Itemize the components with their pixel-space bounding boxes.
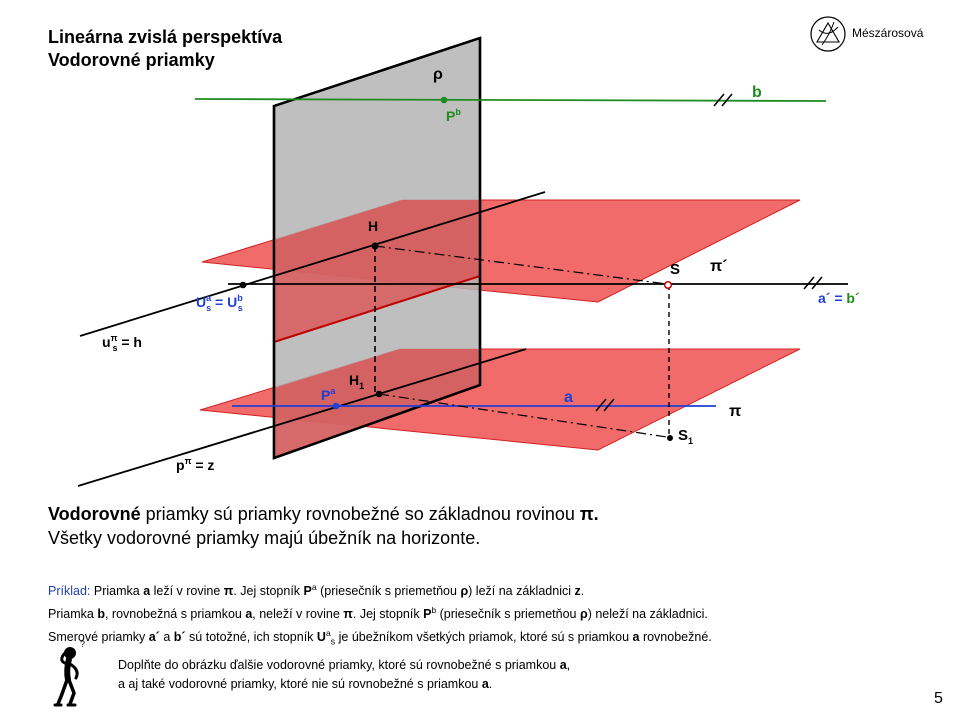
- example-text: Príklad: Priamka a leží v rovine π. Jej …: [48, 578, 712, 652]
- brand: Mészárosová: [808, 14, 948, 54]
- label-pi-prime: π´: [710, 258, 728, 275]
- statement-line-2: Všetky vodorovné priamky majú úbežník na…: [48, 528, 481, 548]
- statement-line-1: Vodorovné priamky sú priamky rovnobežné …: [48, 504, 599, 524]
- point-s1: [667, 435, 673, 441]
- task-line-1: Doplňte do obrázku ďalšie vodorovné pria…: [118, 658, 571, 672]
- line-b: [194, 98, 827, 102]
- label-pb: Pb: [446, 107, 461, 124]
- point-h: [371, 242, 379, 250]
- task-text: Doplňte do obrázku ďalšie vodorovné pria…: [118, 656, 570, 694]
- thinking-figure-icon: ?: [53, 639, 85, 707]
- label-pi: π: [729, 403, 741, 420]
- line-base-z: [77, 348, 527, 487]
- label-pa: Pa: [321, 386, 336, 403]
- example-line-1: Príklad: Priamka a leží v rovine π. Jej …: [48, 582, 585, 599]
- example-line-3: Smerové priamky a´ a b´ sú totožné, ich …: [48, 628, 712, 647]
- slide-title: Lineárna zvislá perspektíva Vodorovné pr…: [48, 26, 282, 72]
- svg-text:?: ?: [80, 639, 85, 649]
- trace-upper-red: [273, 275, 481, 343]
- point-us: [239, 281, 247, 289]
- label-b: b: [752, 84, 762, 101]
- point-s: [663, 280, 673, 290]
- point-pb: [440, 96, 448, 104]
- brand-name: Mészárosová: [852, 26, 924, 40]
- label-p-z: pπ = z: [176, 456, 214, 473]
- label-a: a: [564, 389, 573, 406]
- label-s: S: [670, 261, 680, 278]
- point-pa: [332, 402, 340, 410]
- title-line-1: Lineárna zvislá perspektíva: [48, 27, 283, 47]
- plane-overlap-lower: [274, 349, 480, 458]
- example-line-2: Priamka b, rovnobežná s priamkou a, nele…: [48, 605, 708, 622]
- task-line-2: a aj také vodorovné priamky, ktoré nie s…: [118, 677, 493, 691]
- dashdot-h1-s1: [378, 393, 668, 438]
- statement: Vodorovné priamky sú priamky rovnobežné …: [48, 502, 599, 550]
- point-h1: [375, 390, 383, 398]
- triangle-circle-logo-icon: [810, 16, 846, 52]
- page-number: 5: [934, 690, 943, 707]
- label-rho: ρ: [433, 66, 443, 83]
- title-line-2: Vodorovné priamky: [48, 50, 215, 70]
- label-a-prime-b-prime: a´ = b´: [818, 290, 860, 306]
- label-h1: H1: [349, 372, 364, 391]
- dashdot-h-s: [374, 245, 668, 285]
- plane-overlap-upper: [274, 200, 480, 342]
- line-horizon-u: [79, 191, 546, 337]
- label-s1: S1: [678, 427, 693, 446]
- label-h: H: [368, 218, 378, 234]
